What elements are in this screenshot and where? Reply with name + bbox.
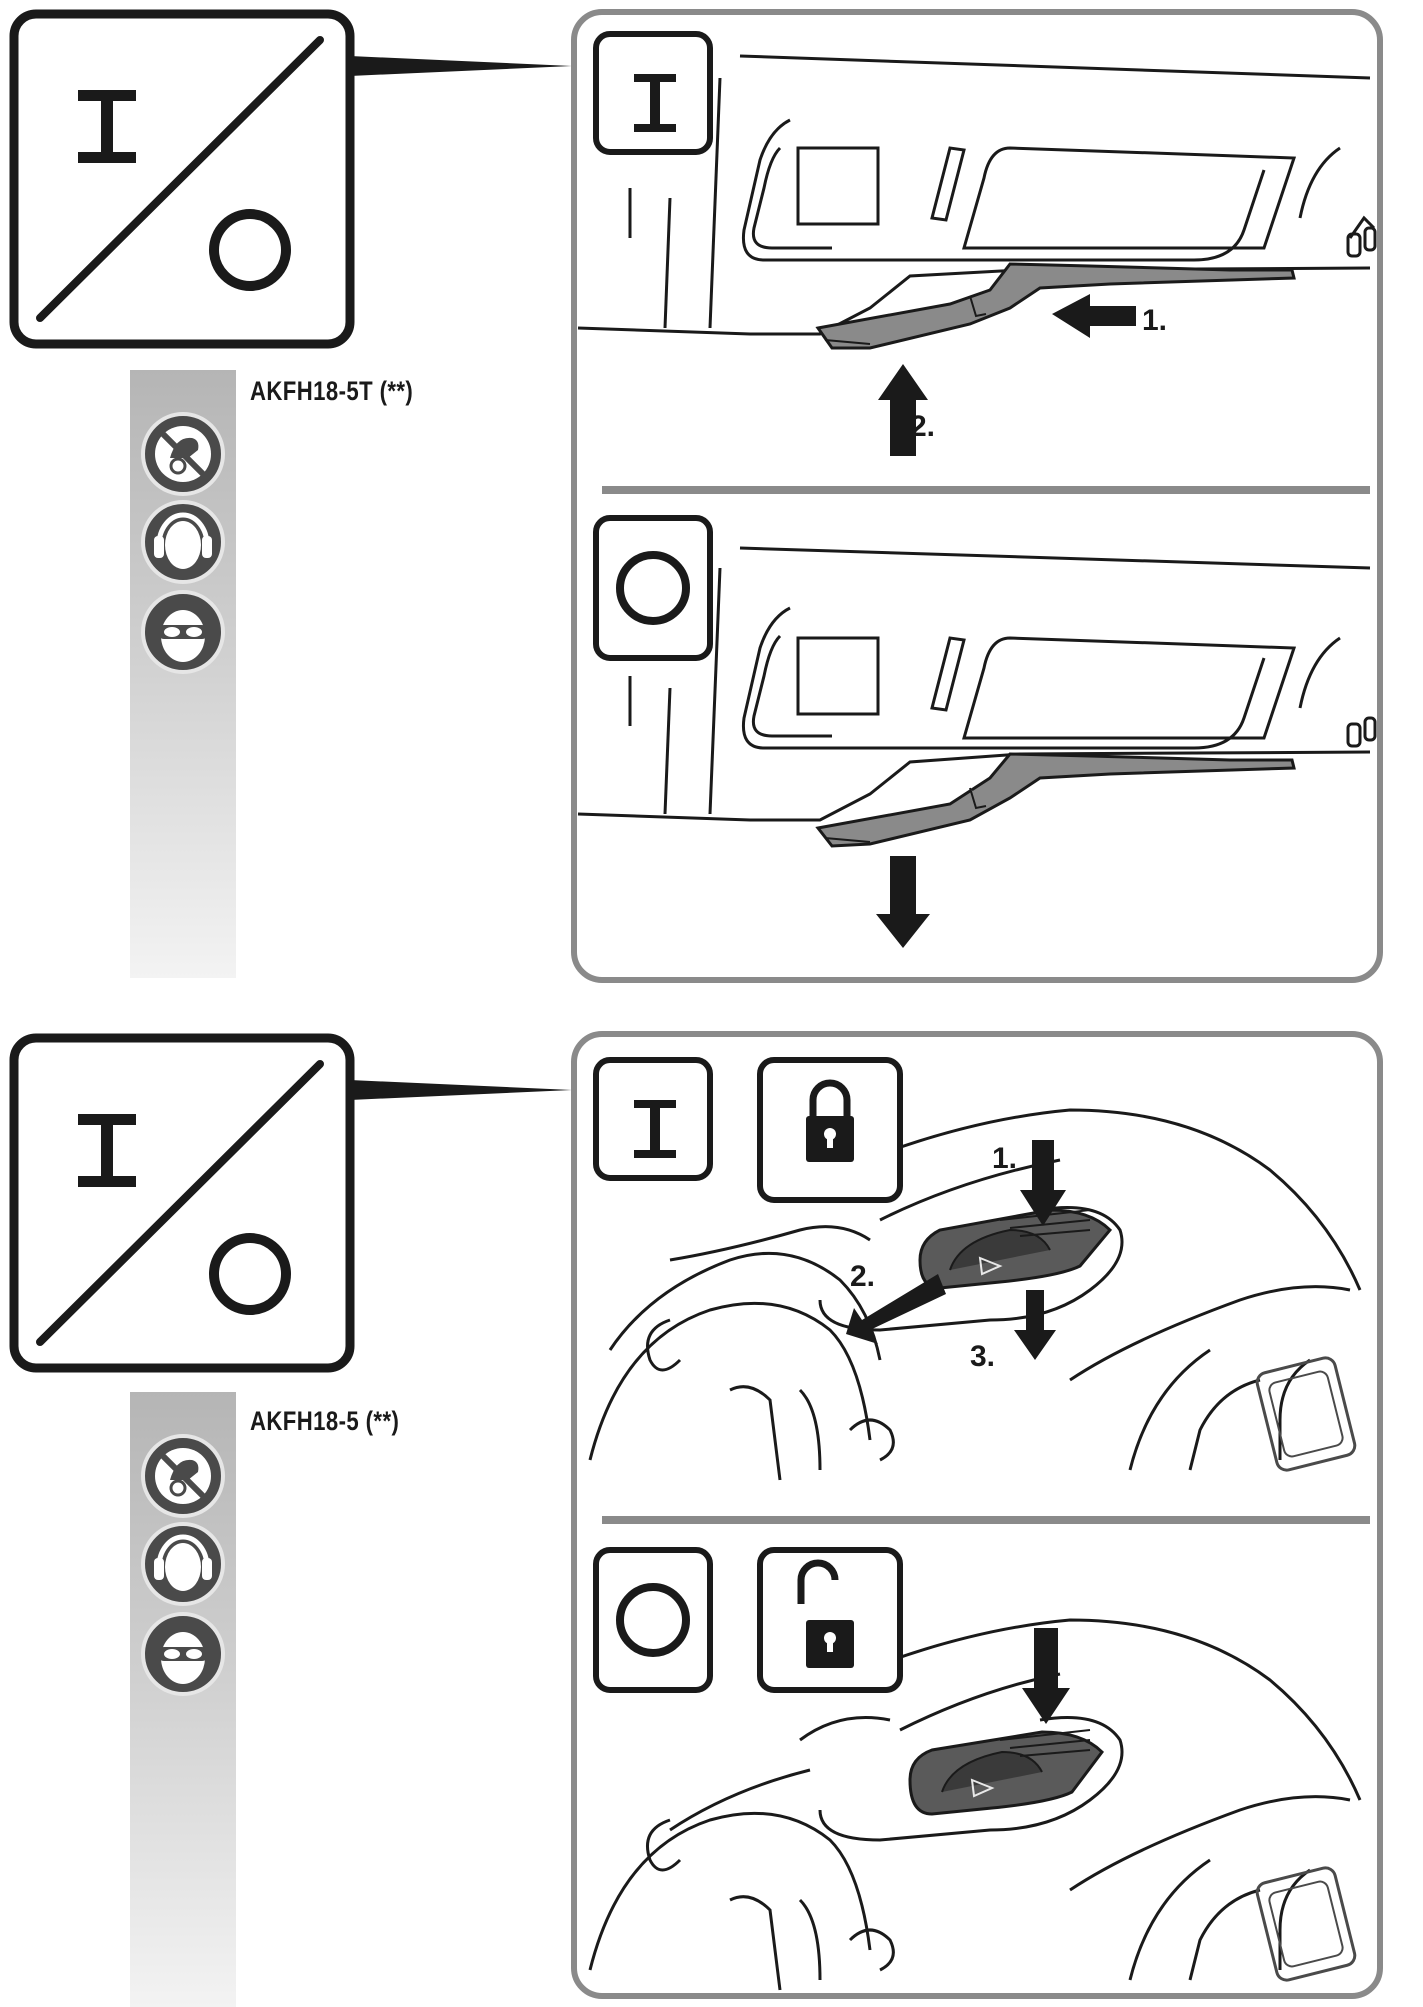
step-label-3: 3. [970,1340,995,1373]
brand-emblem [1255,1866,1357,1982]
off-symbol-icon [209,209,291,291]
arrow-release-down [876,856,930,948]
eye-protection-icon [141,590,225,674]
on-state-box [593,31,713,155]
arrow-step-3 [1014,1290,1056,1360]
on-symbol-icon [78,1114,136,1187]
illustration-panel-1: 1. 2. [571,9,1383,983]
paddle-switch-on [815,262,1296,350]
no-glove-icon [141,412,225,496]
illustration-panel-2: 1. 2. 3. [571,1031,1383,1999]
padlock-closed-icon [757,1057,903,1203]
step-label-2: 2. [910,410,935,443]
safety-sidebar-1 [130,370,236,978]
arrow-step-1 [1020,1140,1066,1226]
no-glove-icon [141,1434,225,1518]
arrow-step-2 [878,364,928,456]
step-label-2: 2. [850,1260,875,1293]
model-label-2: AKFH18-5 (**) [250,1406,400,1436]
step-label-1: 1. [1142,304,1167,337]
brand-emblem [1255,1356,1357,1472]
ear-protection-icon [141,1522,225,1606]
padlock-open-icon [757,1547,903,1693]
off-state-box [593,1547,713,1693]
arrow-step-2 [846,1274,946,1344]
eye-protection-icon [141,1612,225,1696]
off-symbol-icon [209,1233,291,1315]
safety-sidebar-2 [130,1392,236,2007]
on-off-symbol-box-1 [9,9,572,349]
paddle-switch-off [815,752,1296,848]
on-off-symbol-box-2 [9,1033,572,1373]
off-state-box [593,515,713,661]
on-state-box [593,1057,713,1181]
lock-off-switch-off [908,1729,1104,1816]
on-symbol-icon [78,90,136,163]
arrow-step-1 [1052,294,1136,338]
arrow-press-down [1022,1628,1070,1724]
ear-protection-icon [141,500,225,584]
step-label-1: 1. [992,1142,1017,1175]
model-label-1: AKFH18-5T (**) [250,376,414,406]
